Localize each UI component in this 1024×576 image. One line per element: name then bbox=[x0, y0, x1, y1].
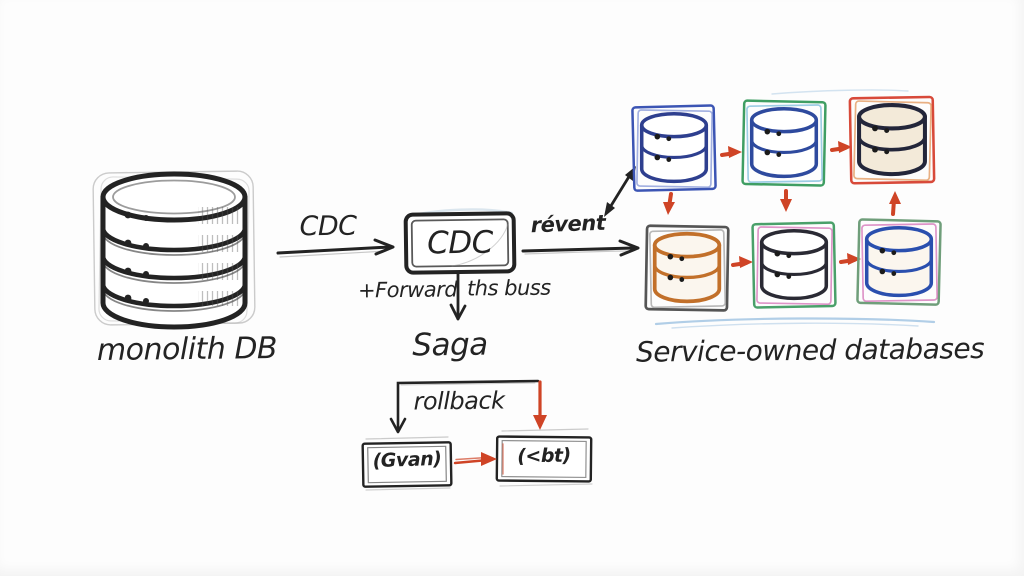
saga-label: Saga bbox=[412, 326, 488, 364]
monolith-db-label: monolith DB bbox=[96, 331, 278, 368]
service-db-top-middle-icon bbox=[736, 91, 832, 191]
monolith-db-icon bbox=[92, 170, 256, 330]
service-db-top-left-icon bbox=[626, 96, 722, 196]
services-underline-scribble bbox=[654, 89, 936, 329]
arrow-cdc-to-saga bbox=[449, 272, 467, 321]
service-owned-databases-label: Service-owned databases bbox=[635, 331, 985, 369]
arrow-cdc-to-services bbox=[521, 239, 640, 257]
cdc-box bbox=[403, 208, 517, 275]
service-db-bottom-left-icon bbox=[640, 216, 734, 316]
cdc-arrow-label: CDC bbox=[299, 210, 357, 243]
arrow-leftbox-to-rightbox bbox=[453, 452, 497, 466]
rollback-label: rollback bbox=[413, 386, 505, 416]
bus-label: ths buss bbox=[466, 275, 551, 301]
service-grid-arrows bbox=[663, 141, 901, 268]
service-db-bottom-right-icon bbox=[852, 210, 946, 310]
saga-right-box-label: (<bt) bbox=[517, 444, 571, 468]
service-db-top-right-icon bbox=[844, 87, 940, 189]
saga-right-box bbox=[495, 428, 593, 487]
saga-rollback-bracket bbox=[389, 379, 547, 434]
forward-label: +Forward bbox=[357, 277, 458, 303]
service-db-bottom-middle-icon bbox=[746, 213, 842, 313]
arrow-monolith-to-cdc bbox=[276, 238, 395, 258]
saga-left-box bbox=[361, 436, 453, 491]
cdc-box-label: CDC bbox=[426, 224, 494, 262]
event-label: révent bbox=[530, 210, 606, 238]
saga-left-box-label: (Gvan) bbox=[372, 447, 442, 473]
